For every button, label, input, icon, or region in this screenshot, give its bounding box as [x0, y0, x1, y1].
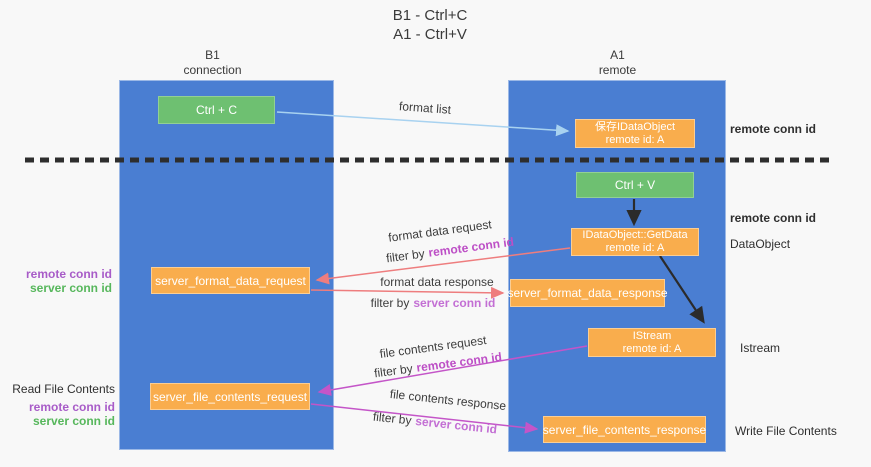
box-istream: IStream remote id: A [588, 328, 716, 357]
lifeline-a1-name: A1 [610, 48, 625, 62]
box-server-file-contents-request: server_file_contents_request [150, 383, 310, 410]
left-remote-conn-id-1: remote conn id [25, 267, 112, 281]
right-remote-conn-id-2: remote conn id [730, 211, 817, 225]
box-server-format-data-request: server_format_data_request [151, 267, 310, 294]
title-line-1: B1 - Ctrl+C [392, 7, 468, 24]
box-save-idataobject-line2: remote id: A [605, 133, 665, 146]
box-save-idataobject: 保存IDataObject remote id: A [575, 119, 695, 148]
label-format-list: format list [398, 99, 452, 117]
box-format-response-label: server_format_data_response [507, 286, 668, 300]
box-ctrl-c-label: Ctrl + C [195, 103, 237, 117]
lifeline-b1-name: B1 [205, 48, 220, 62]
filter-by-text: filter by [372, 409, 413, 428]
left-server-conn-id-1: server conn id [29, 281, 112, 295]
box-format-request-label: server_format_data_request [155, 273, 306, 288]
box-ctrl-v: Ctrl + V [576, 172, 694, 198]
left-remote-conn-id-2: remote conn id [28, 400, 115, 414]
box-file-request-label: server_file_contents_request [152, 389, 308, 404]
lifeline-b1-role: connection [183, 63, 242, 77]
dataobject-label: DataObject [730, 237, 791, 251]
write-file-contents-label: Write File Contents [735, 424, 837, 438]
box-save-idataobject-line1: 保存IDataObject [594, 120, 676, 133]
title-line-2: A1 - Ctrl+V [393, 26, 467, 43]
left-conn-ids-group-1: remote conn id server conn id [5, 267, 112, 295]
arrow-format-data-response [310, 286, 505, 299]
left-read-file-contents-group: Read File Contents remote conn id server… [5, 382, 115, 428]
right-remote-conn-id-1: remote conn id [730, 122, 817, 136]
box-ctrl-v-label: Ctrl + V [614, 178, 656, 192]
server-conn-id-highlight: server conn id [413, 296, 496, 310]
box-getdata-line2: remote id: A [605, 242, 665, 254]
diagram-title: B1 - Ctrl+C A1 - Ctrl+V [0, 6, 860, 44]
istream-label: Istream [740, 341, 781, 355]
server-conn-id-highlight: server conn id [414, 413, 498, 437]
box-getdata-line1: IDataObject::GetData [582, 229, 688, 241]
box-istream-line2: remote id: A [622, 342, 682, 355]
box-istream-line1: IStream [632, 329, 672, 342]
box-idataobject-getdata: IDataObject::GetData remote id: A [571, 228, 699, 256]
lifeline-header-b1: B1 connection [155, 48, 270, 78]
left-server-conn-id-2: server conn id [32, 414, 115, 428]
box-server-file-contents-response: server_file_contents_response [543, 416, 706, 443]
label-format-data-response: format data response [380, 275, 494, 289]
read-file-contents-label: Read File Contents [12, 382, 115, 396]
filter-by-text: filter by [370, 296, 410, 310]
box-ctrl-c: Ctrl + C [158, 96, 275, 124]
remote-conn-id-highlight: remote conn id [427, 234, 515, 260]
box-file-response-label: server_file_contents_response [542, 422, 707, 437]
lifeline-a1-role: remote [598, 63, 637, 77]
filter-by-text: filter by [373, 361, 414, 381]
label-file-contents-response: file contents response [389, 386, 507, 414]
filter-by-text: filter by [385, 246, 426, 266]
lifeline-header-a1: A1 remote [560, 48, 675, 78]
box-server-format-data-response: server_format_data_response [507, 279, 668, 307]
